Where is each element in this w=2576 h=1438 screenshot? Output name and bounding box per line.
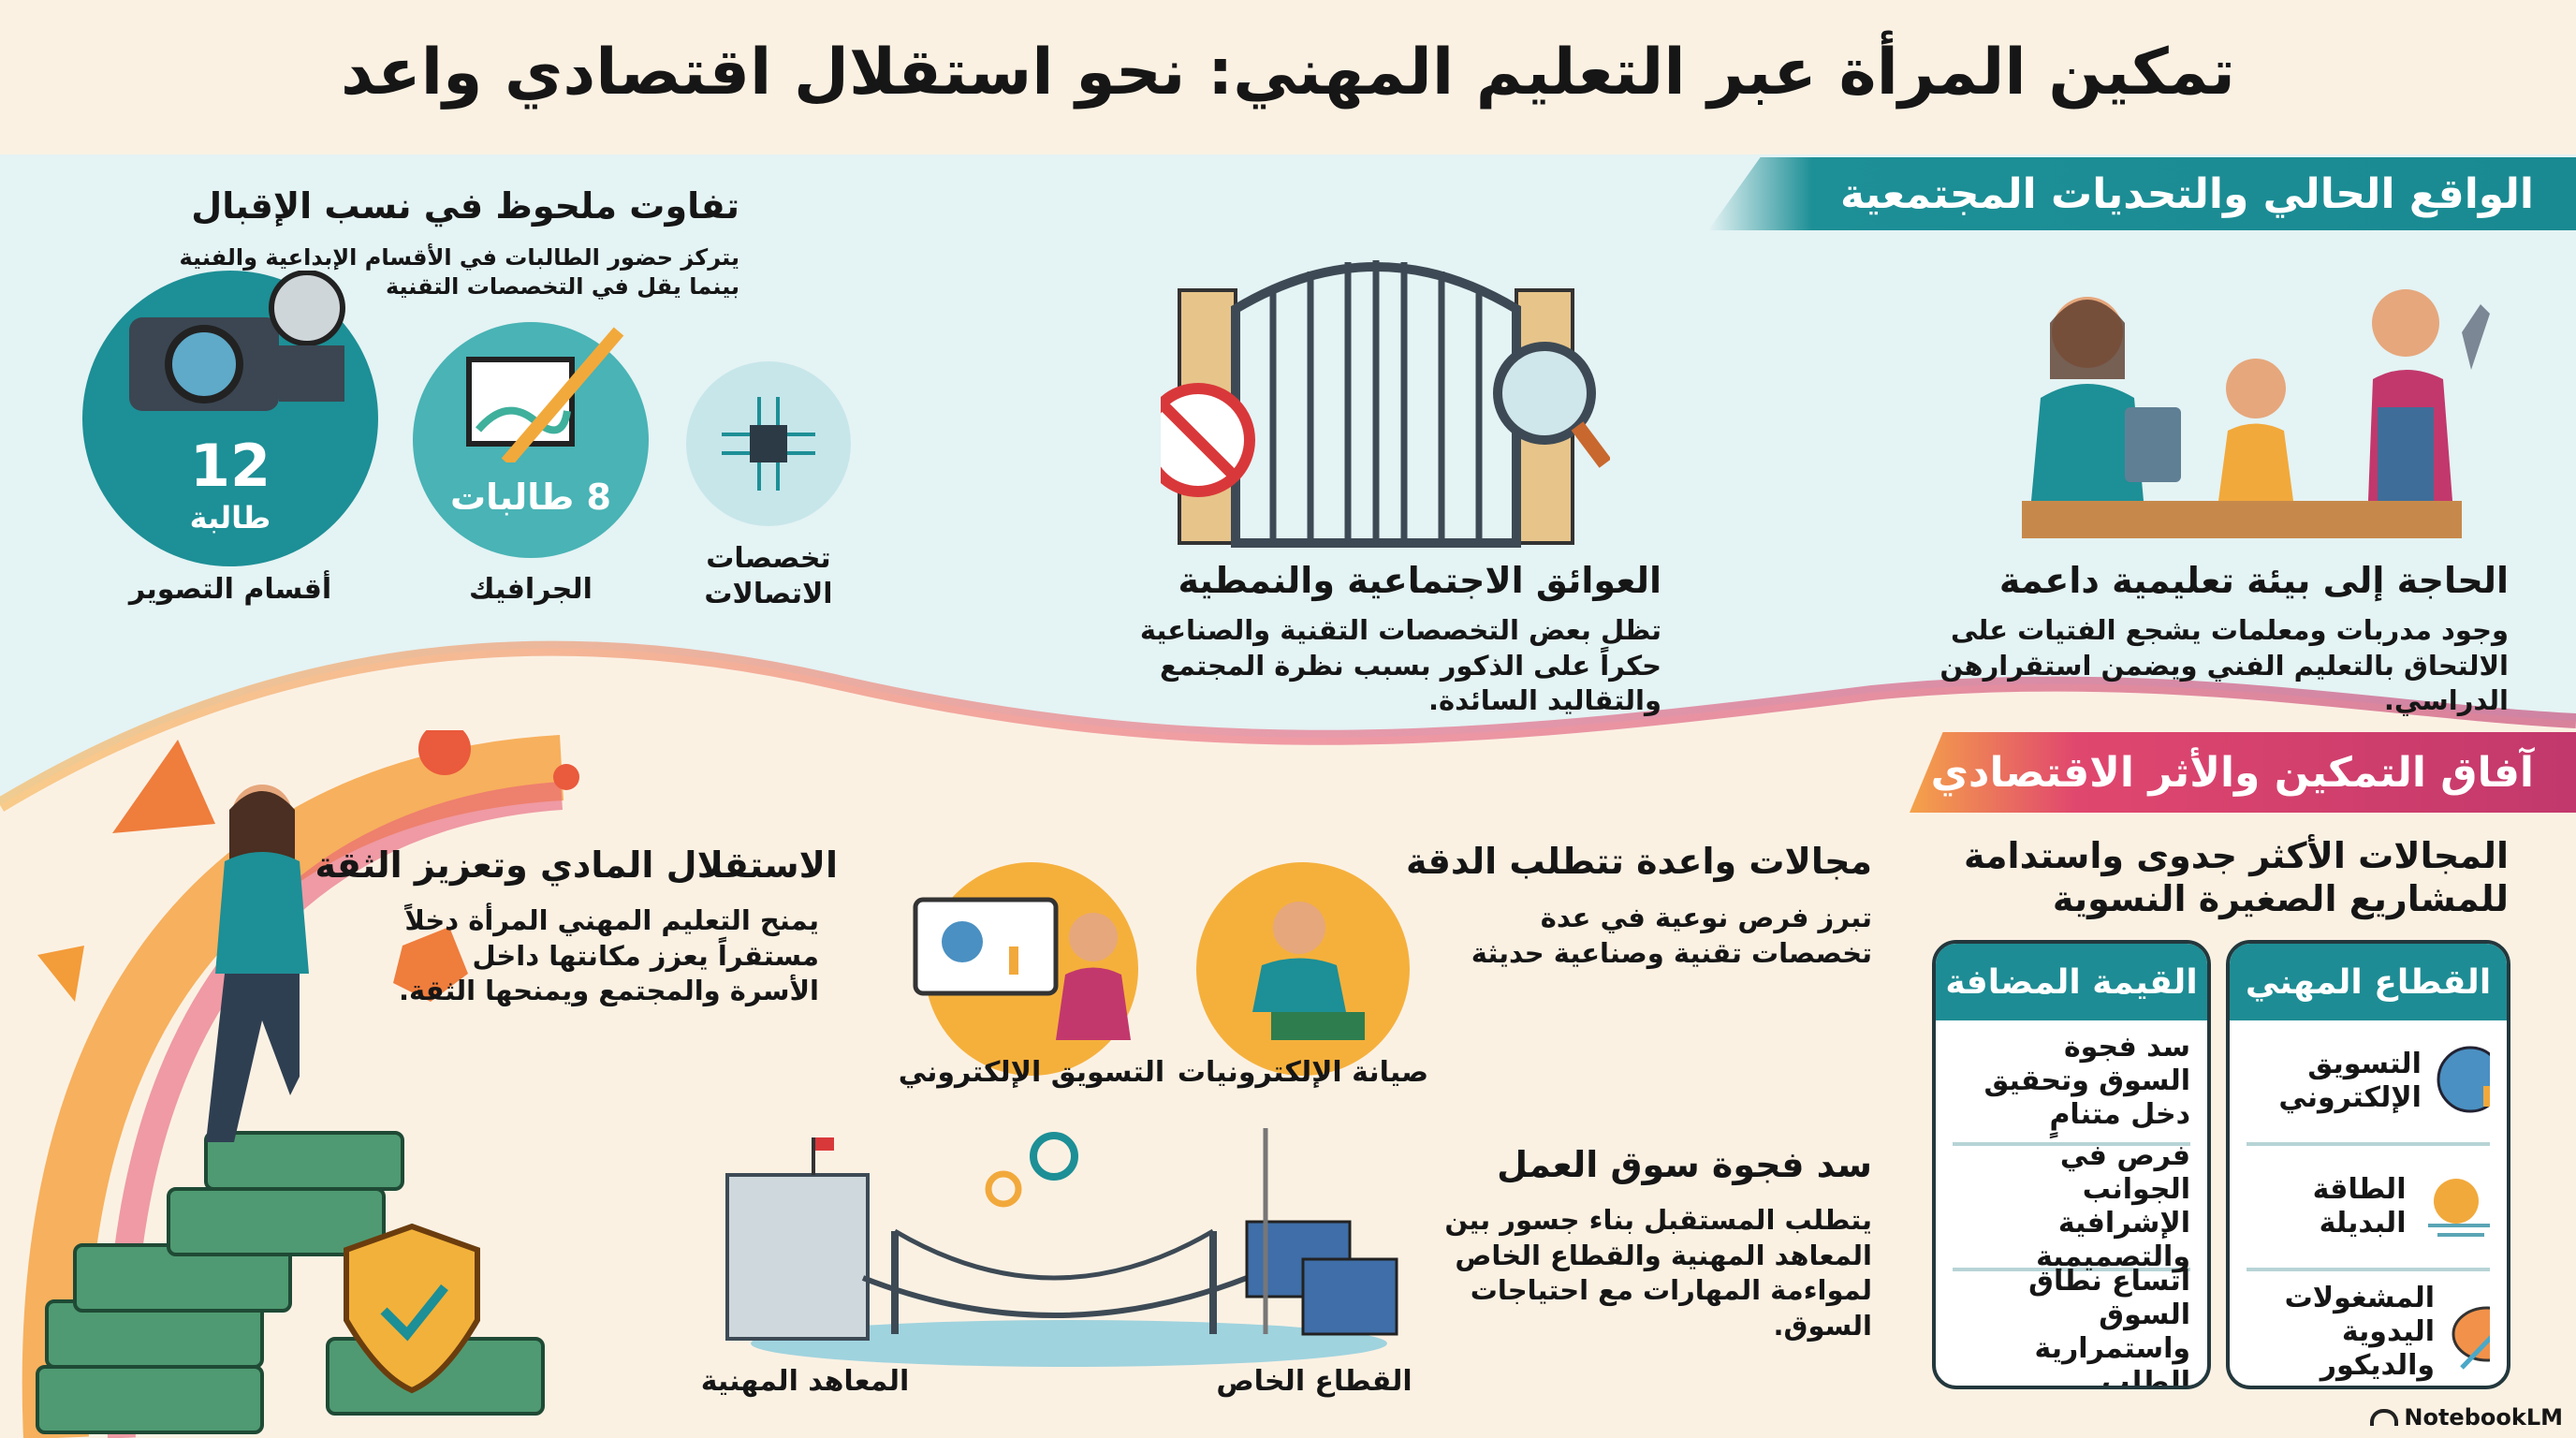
magnifier-icon — [1493, 342, 1596, 445]
bridge-label-institutes: المعاهد المهنية — [700, 1365, 910, 1398]
wave-divider — [0, 640, 2576, 899]
precision-item-electronics: صيانة الإلكترونيات — [1177, 1056, 1429, 1089]
column-header: القيمة المضافة — [1936, 944, 2207, 1020]
table-cell: الطاقة البديلة — [2247, 1146, 2490, 1271]
teachers-girl-illustration — [2022, 289, 2490, 538]
bridge-illustration — [725, 1128, 1398, 1367]
stat-circle-telecom — [686, 361, 851, 526]
stat-count: 12 — [189, 432, 271, 500]
labor-gap-text: يتطلب المستقبل بناء جسور بين المعاهد الم… — [1444, 1204, 1872, 1343]
bridge-label-private-sector: القطاع الخاص — [1216, 1365, 1412, 1398]
section-banner-current-reality: الواقع الحالي والتحديات المجتمعية — [1708, 157, 2576, 230]
sector-label: التسويق الإلكتروني — [2278, 1048, 2422, 1114]
table-cell: سد فجوة السوق وتحقيق دخل متنامٍ — [1953, 1020, 2190, 1146]
sun-wind-icon — [2428, 1179, 2490, 1237]
shield-check-icon — [344, 1223, 480, 1394]
precision-title: مجالات واعدة تتطلب الدقة — [1405, 841, 1872, 882]
table-cell: التسويق الإلكتروني — [2247, 1020, 2490, 1146]
stat-label-graphics: الجرافيك — [469, 573, 593, 606]
support-title: الحاجة إلى بيئة تعليمية داعمة — [1998, 560, 2509, 601]
stat-unit: طالبة — [189, 500, 271, 536]
banner-label: الواقع الحالي والتحديات المجتمعية — [1839, 169, 2534, 218]
electronics-repair-illustration — [1196, 862, 1410, 1076]
stat-unit: طالبات — [450, 477, 575, 518]
sector-label: المشغولات اليدوية والديكور — [2284, 1282, 2436, 1382]
stat-circle-photography: 12 طالبة — [82, 271, 378, 566]
disparity-text: يتركز حضور الطالبات في الأقسام الإبداعية… — [179, 244, 740, 301]
brand-label: NotebookLM — [2404, 1404, 2563, 1431]
gear-icon — [1030, 1132, 1078, 1181]
globe-cart-icon — [2437, 1046, 2490, 1113]
notebooklm-logo-icon — [2370, 1409, 2399, 1426]
camera-icon — [129, 271, 345, 411]
independence-title: الاستقلال المادي وتعزيز الثقة — [315, 844, 838, 886]
value-label: سد فجوة السوق وتحقيق دخل متنامٍ — [1983, 1031, 2190, 1131]
table-column-sector: القطاع المهني التسويق الإلكتروني الطاقة … — [2226, 940, 2510, 1389]
barriers-title: العوائق الاجتماعية والنمطية — [1178, 560, 1661, 601]
palette-icon — [2452, 1306, 2490, 1370]
stat-count-unit: 8 طالبات — [413, 477, 649, 518]
precision-item-marketing: التسويق الإلكتروني — [898, 1056, 1165, 1089]
wrench-icon — [2462, 304, 2490, 370]
paintbrush-icon — [466, 327, 624, 462]
section-banner-future-impact: آفاق التمكين والأثر الاقتصادي — [1910, 732, 2576, 813]
feasible-title: المجالات الأكثر جدوى واستدامة للمشاريع ا… — [1963, 835, 2509, 919]
stat-label-telecom: تخصصات الاتصالات — [704, 542, 833, 610]
woman-on-money-illustration — [36, 785, 545, 1434]
triangle-decoration — [112, 740, 215, 833]
dot-decoration — [418, 730, 471, 775]
labor-gap-title: سد فجوة سوق العمل — [1497, 1144, 1872, 1185]
barriers-text: تظل بعض التخصصات التقنية والصناعية حكراً… — [1139, 614, 1661, 717]
orange-arc-decoration — [22, 730, 579, 1438]
stat-label-photography: أقسام التصوير — [128, 573, 332, 606]
banner-label: آفاق التمكين والأثر الاقتصادي — [1930, 748, 2534, 797]
solar-panel-icon — [1245, 1220, 1398, 1336]
support-text: وجود مدربات ومعلمات يشجع الفتيات على الا… — [1939, 614, 2509, 717]
tablet-icon — [2125, 407, 2181, 482]
column-header: القطاع المهني — [2230, 944, 2507, 1020]
notebooklm-badge: NotebookLM — [2370, 1404, 2563, 1431]
circuit-chip-icon — [722, 397, 815, 491]
table-cell: فرص في الجوانب الإشرافية والتصميمية — [1953, 1139, 2190, 1273]
table-cell: المشغولات اليدوية والديكور — [2247, 1271, 2490, 1386]
stat-circle-graphics: 8 طالبات — [413, 322, 649, 558]
precision-text: تبرز فرص نوعية في عدة تخصصات تقنية وصناع… — [1471, 902, 1872, 969]
table-column-value: القيمة المضافة سد فجوة السوق وتحقيق دخل … — [1932, 940, 2211, 1389]
sector-label: الطاقة البديلة — [2312, 1173, 2407, 1240]
e-marketing-illustration — [913, 862, 1138, 1076]
table-cell: اتساع نطاق السوق واستمرارية الطلب — [1953, 1265, 2190, 1386]
value-label: اتساع نطاق السوق واستمرارية الطلب — [2028, 1265, 2190, 1389]
stat-count: 8 — [586, 477, 611, 518]
independence-text: يمنح التعليم المهني المرأة دخلاً مستقراً… — [398, 904, 819, 1007]
closed-gate-illustration — [1161, 260, 1610, 548]
disparity-title: تفاوت ملحوظ في نسب الإقبال — [191, 185, 739, 227]
value-label: فرص في الجوانب الإشرافية والتصميمية — [2036, 1139, 2190, 1273]
institute-building-icon — [725, 1173, 870, 1341]
page-title: تمكين المرأة عبر التعليم المهني: نحو است… — [341, 36, 2235, 110]
